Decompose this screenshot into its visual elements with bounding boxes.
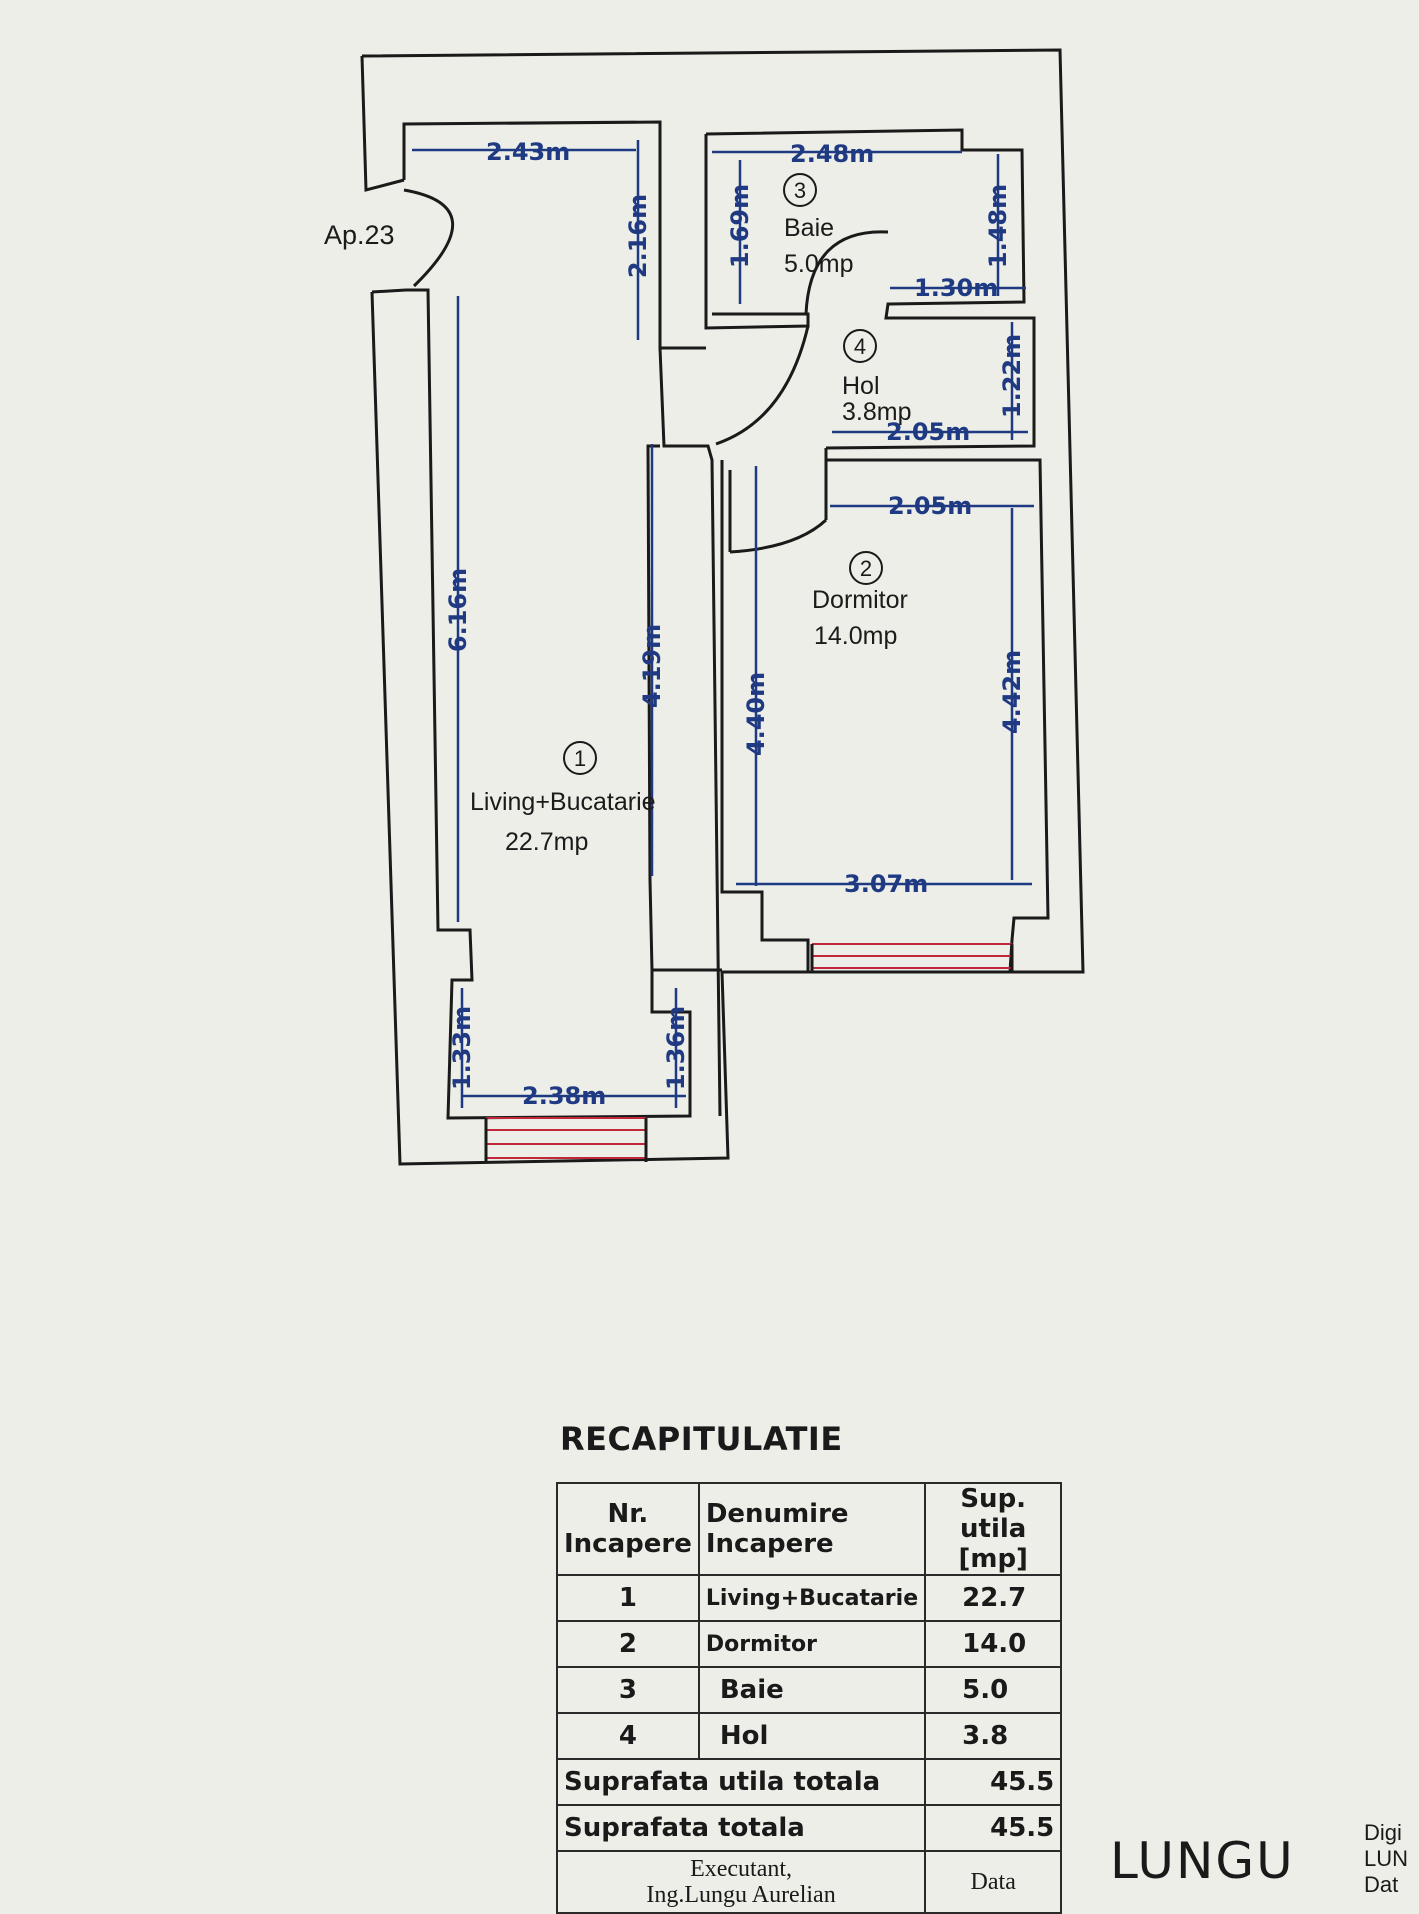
dim-living-top-depth: 2.16m <box>624 194 652 278</box>
total-useful-label: Suprafata utila totala <box>555 1758 927 1806</box>
dim-living-bottom-width: 2.38m <box>522 1082 606 1110</box>
table-row: 2 Dormitor 14.0 <box>556 1620 1063 1668</box>
cell-name: Living+Bucatarie <box>697 1574 927 1622</box>
dimension-lines <box>412 140 1034 1108</box>
window-living <box>484 1117 648 1162</box>
signature-row: Executant, Ing.Lungu Aurelian Data <box>555 1850 1063 1914</box>
room-bedroom: 2 Dormitor 14.0mp <box>812 551 908 650</box>
room-name: Dormitor <box>812 586 908 614</box>
cell-nr: 1 <box>556 1574 700 1622</box>
room-number: 2 <box>860 556 872 581</box>
window-bedroom <box>810 943 1014 972</box>
room-area: 22.7mp <box>505 828 588 856</box>
cell-nr: 3 <box>556 1666 700 1714</box>
cell-nr: 2 <box>556 1620 700 1668</box>
dim-bedroom-right-length: 4.42m <box>998 650 1026 734</box>
cell-area: 14.0 <box>924 1620 1063 1668</box>
dim-bath-width: 2.48m <box>790 140 874 168</box>
total-useful-row: Suprafata utila totala 45.5 <box>555 1758 1063 1806</box>
table-row: 1 Living+Bucatarie 22.7 <box>556 1574 1063 1622</box>
header-area: Sup. utila [mp] <box>924 1482 1063 1576</box>
dimension-labels: 2.43m 2.16m 6.16m 4.19m 2.38m 1.33m 1.36… <box>444 138 1026 1110</box>
total-row: Suprafata totala 45.5 <box>555 1804 1063 1852</box>
cell-area: 22.7 <box>924 1574 1063 1622</box>
dim-bedroom-bottom-width: 3.07m <box>844 870 928 898</box>
dim-living-bottom-left: 1.33m <box>448 1006 476 1090</box>
room-hall: 4 Hol 3.8mp <box>842 329 911 426</box>
total-useful-value: 45.5 <box>924 1758 1063 1806</box>
date-label: Data <box>924 1850 1063 1914</box>
room-area: 3.8mp <box>842 398 911 426</box>
dim-living-length: 6.16m <box>444 568 472 652</box>
dim-bath-inner-width: 1.30m <box>914 274 998 302</box>
executant-name: Ing.Lungu Aurelian <box>646 1882 836 1908</box>
executant-label: Executant, <box>690 1856 793 1882</box>
walls <box>360 48 1085 1166</box>
room-living: 1 Living+Bucatarie 22.7mp <box>470 741 656 856</box>
dim-bedroom-top-width: 2.05m <box>888 492 972 520</box>
dim-hall-width: 2.05m <box>886 418 970 446</box>
dim-bath-left-depth: 1.69m <box>726 184 754 268</box>
floor-plan: 2.43m 2.16m 6.16m 4.19m 2.38m 1.33m 1.36… <box>324 48 1085 1166</box>
executant-cell: Executant, Ing.Lungu Aurelian <box>555 1850 927 1914</box>
room-number: 4 <box>854 334 866 359</box>
room-area: 5.0mp <box>784 250 853 278</box>
apartment-label: Ap.23 <box>324 220 395 250</box>
dim-living-top-width: 2.43m <box>486 138 570 166</box>
stamp-line: Digi <box>1364 1820 1402 1845</box>
cell-name: Hol <box>697 1712 927 1760</box>
room-bath: 3 Baie 5.0mp <box>783 173 853 278</box>
room-name: Hol <box>842 372 880 400</box>
dim-living-wall-length: 4.19m <box>638 624 666 708</box>
dim-bath-right-depth: 1.48m <box>984 184 1012 268</box>
total-label: Suprafata totala <box>555 1804 927 1852</box>
cell-name: Dormitor <box>697 1620 927 1668</box>
stamp-line: LUN <box>1364 1846 1409 1871</box>
dim-bedroom-left-length: 4.40m <box>742 672 770 756</box>
cell-nr: 4 <box>556 1712 700 1760</box>
header-name: Denumire Incapere <box>697 1482 927 1576</box>
recap-title: RECAPITULATIE <box>560 1420 843 1458</box>
dim-living-bottom-right: 1.36m <box>662 1006 690 1090</box>
room-number: 1 <box>574 746 586 771</box>
cell-area: 5.0 <box>924 1666 1063 1714</box>
room-number: 3 <box>794 178 806 203</box>
stamp-line: Dat <box>1364 1872 1399 1897</box>
dim-hall-depth: 1.22m <box>998 334 1026 418</box>
cell-area: 3.8 <box>924 1712 1063 1760</box>
table-header-row: Nr. Incapere Denumire Incapere Sup. util… <box>556 1482 1063 1576</box>
table-row: 4 Hol 3.8 <box>556 1712 1063 1760</box>
room-name: Living+Bucatarie <box>470 788 656 816</box>
table-row: 3 Baie 5.0 <box>556 1666 1063 1714</box>
total-value: 45.5 <box>924 1804 1063 1852</box>
room-area: 14.0mp <box>814 622 897 650</box>
stamp-side-text: Digi LUN Dat <box>1364 1820 1419 1898</box>
cell-name: Baie <box>697 1666 927 1714</box>
header-nr: Nr. Incapere <box>556 1482 700 1576</box>
recap-table: Nr. Incapere Denumire Incapere Sup. util… <box>555 1482 1063 1914</box>
stamp-name: LUNGU <box>1110 1832 1295 1890</box>
room-name: Baie <box>784 214 834 242</box>
